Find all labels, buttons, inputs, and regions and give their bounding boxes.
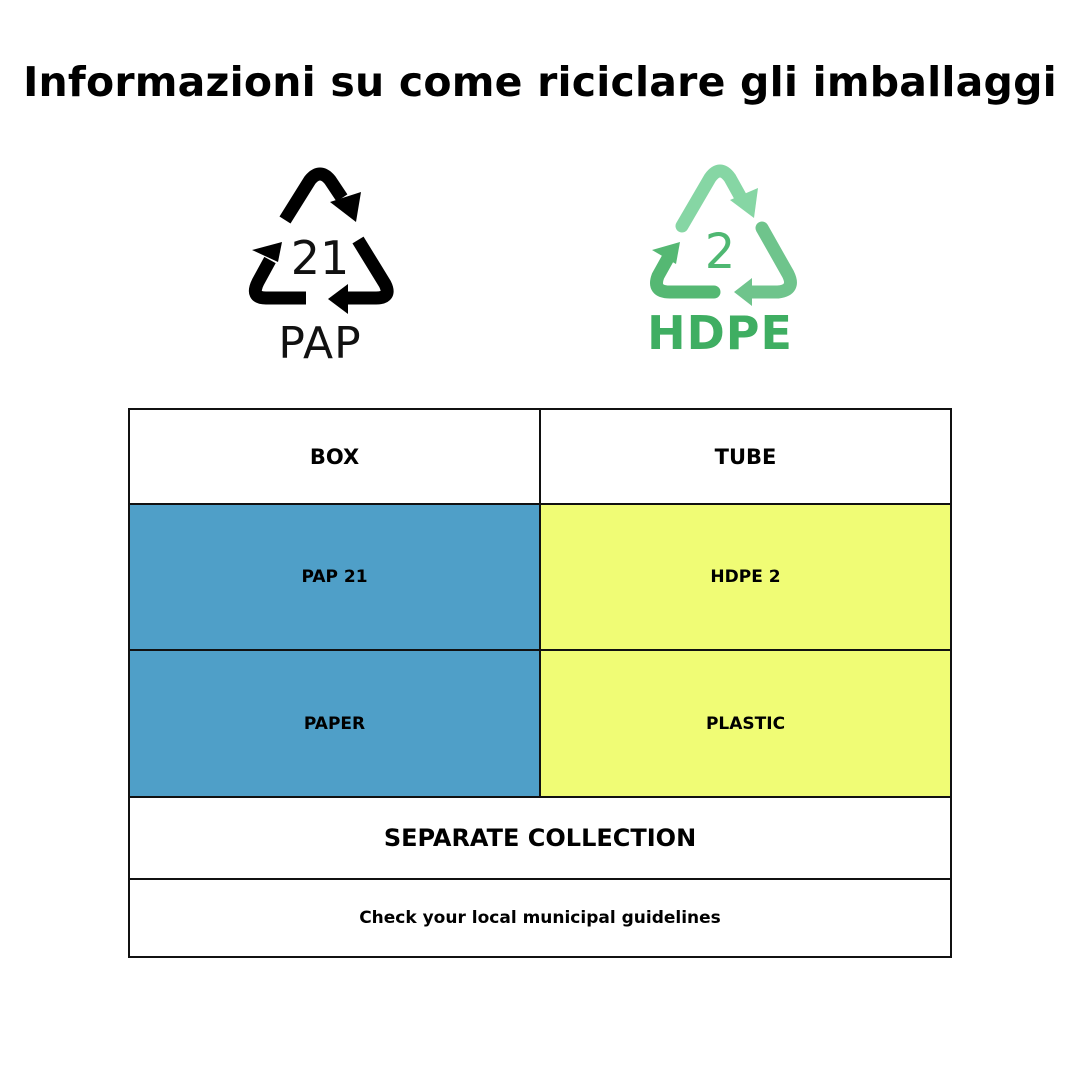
recycle-triangle-icon	[650, 164, 797, 306]
header-tube: TUBE	[539, 408, 952, 505]
cell-pap-code: PAP 21	[128, 503, 541, 651]
cell-hdpe-code: HDPE 2	[539, 503, 952, 651]
cell-separate-collection: SEPARATE COLLECTION	[128, 796, 952, 880]
cell-guidelines-note: Check your local municipal guidelines	[128, 878, 952, 958]
table-row-codes: PAP 21 HDPE 2	[128, 503, 952, 651]
pap-symbol-number: 21	[290, 231, 350, 285]
table-row-separate-collection: SEPARATE COLLECTION	[128, 796, 952, 880]
table-row-guidelines: Check your local municipal guidelines	[128, 878, 952, 958]
header-box: BOX	[128, 408, 541, 505]
hdpe-symbol-number: 2	[704, 224, 736, 280]
hdpe-recycling-symbol: 2 HDPE	[630, 158, 810, 368]
recycling-info-table: BOX TUBE PAP 21 HDPE 2 PAPER PLASTIC SEP…	[128, 408, 952, 958]
table-row-materials: PAPER PLASTIC	[128, 649, 952, 798]
recycle-triangle-icon	[248, 167, 394, 314]
cell-paper-material: PAPER	[128, 649, 541, 798]
page-title: Informazioni su come riciclare gli imbal…	[23, 58, 1057, 106]
hdpe-symbol-code: HDPE	[647, 306, 793, 360]
pap-recycling-symbol: 21 PAP	[230, 158, 410, 369]
table-header-row: BOX TUBE	[128, 408, 952, 505]
cell-plastic-material: PLASTIC	[539, 649, 952, 798]
pap-symbol-code: PAP	[278, 318, 362, 369]
